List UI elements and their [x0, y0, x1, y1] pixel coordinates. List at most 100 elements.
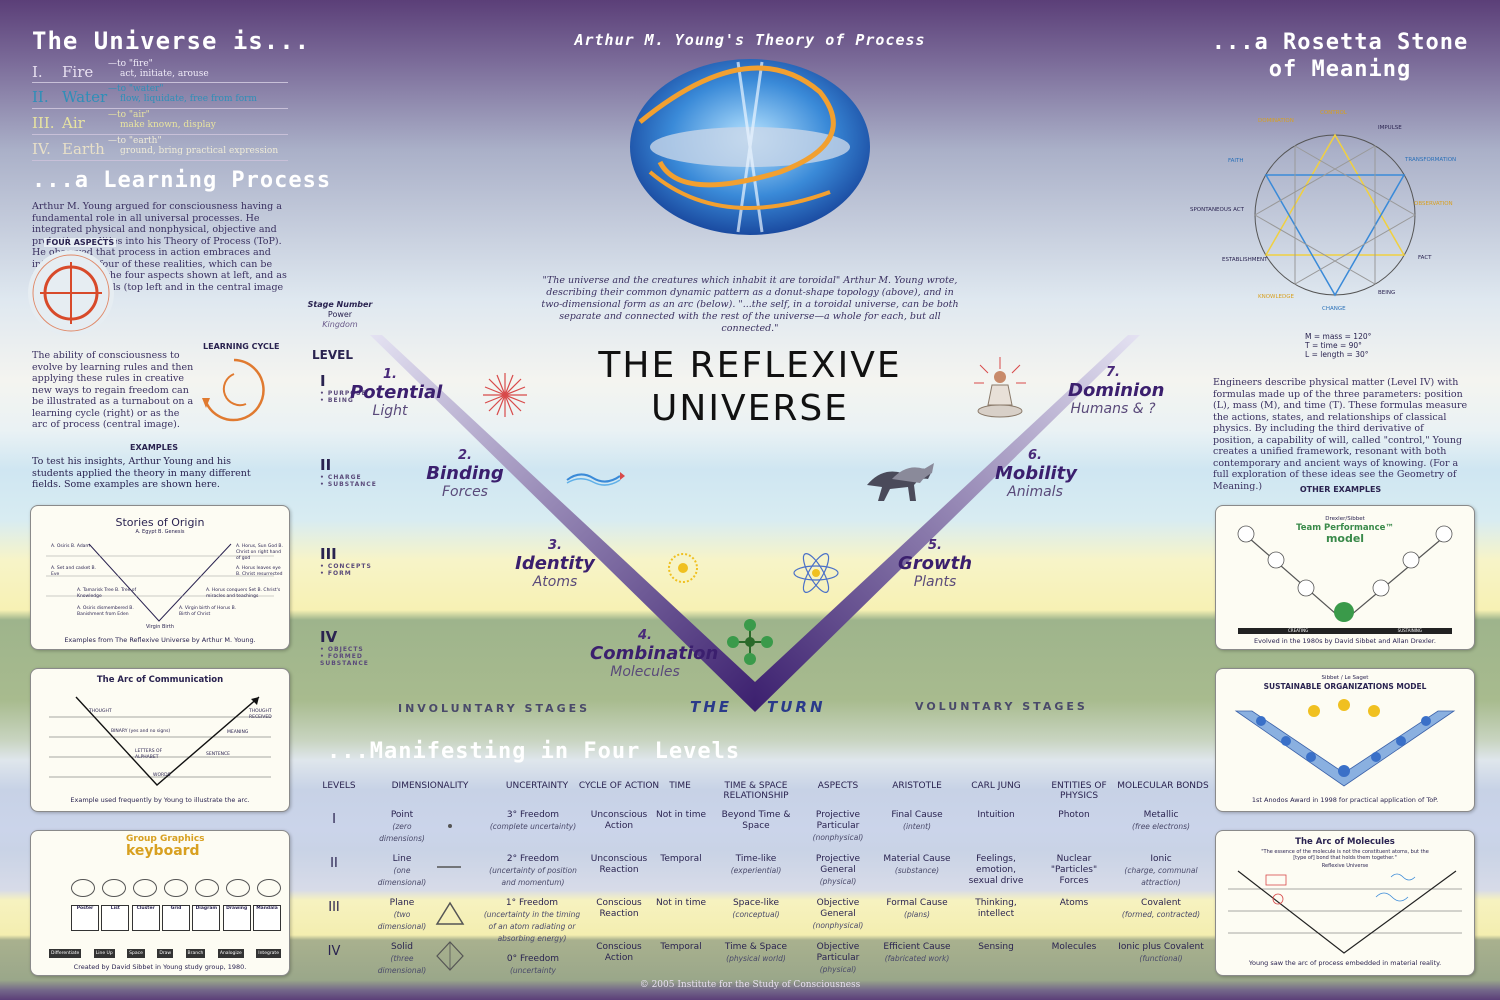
cell-level: II	[330, 856, 338, 871]
elements-list: I. Fire —to "fire" act, initiate, arouse…	[32, 58, 288, 161]
element-num: II.	[32, 88, 49, 106]
cell-dim: Line (one dimensional)	[372, 854, 432, 889]
keyboard-key: Grid	[161, 905, 190, 931]
level-num: IV	[320, 628, 338, 646]
forces-wave-icon	[566, 472, 625, 486]
stage-name: Potential	[350, 382, 443, 403]
cell-aspects: Objective General (nonphysical)	[804, 898, 872, 932]
triangle-icon	[435, 901, 465, 925]
wheel-label-6: CHANGE	[1322, 306, 1346, 312]
sustain-diagram	[1234, 699, 1456, 787]
cell-ts: Space-like(conceptual)	[720, 898, 792, 921]
involuntary-stages-label: INVOLUNTARY STAGES	[398, 702, 591, 715]
cell-jung: Sensing	[978, 942, 1014, 952]
keyboard-bottom-label: Analogize	[217, 949, 244, 958]
four-aspects-label: FOUR ASPECTS	[44, 238, 117, 247]
cell-ts-sub: (conceptual)	[732, 910, 780, 919]
arc-comm-label-6: MEANING	[227, 730, 249, 735]
stage-3: 3. Identity Atoms	[515, 538, 595, 590]
level-num: II	[320, 456, 332, 474]
level-row-2: II • CHARGE • SUBSTANCE	[320, 456, 377, 488]
cell-bond-sub: (formed, contracted)	[1121, 910, 1201, 919]
cell-dim-text: Line	[392, 854, 412, 864]
oval-icon	[133, 879, 157, 897]
level-row-3: III • CONCEPTS • FORM	[320, 545, 372, 577]
engineers-text: Engineers describe physical matter (Leve…	[1213, 377, 1468, 492]
cell-bond-text: Ionic	[1150, 854, 1172, 864]
header-aristotle: ARISTOTLE	[892, 781, 942, 791]
oval-icon	[71, 879, 95, 897]
cell-asp-sub: (nonphysical)	[812, 921, 864, 930]
element-desc2: make known, display	[120, 120, 216, 130]
cell-unc-sub: (uncertainty	[509, 966, 556, 975]
level-sub1: • PURPOSE	[320, 390, 367, 397]
molecules-title: The Arc of Molecules	[1295, 837, 1395, 847]
wheel-label-9: SPONTANEOUS ACT	[1190, 207, 1244, 213]
stage-name: Identity	[515, 553, 595, 574]
header-uncertainty: UNCERTAINTY	[505, 781, 569, 791]
stage-name: Combination	[590, 643, 719, 664]
cell-asp-text: Objective General	[816, 898, 860, 919]
cell-ari-text: Formal Cause	[886, 898, 948, 908]
arc-comm-label-1: THOUGHT	[89, 709, 112, 714]
atom-sun-icon	[668, 553, 698, 583]
wheel-label-0: CONTROL	[1320, 110, 1347, 116]
torus-spiral-lower	[648, 170, 831, 210]
cell-uncertainty: 1° Freedom(uncertainty in the timing of …	[480, 898, 584, 945]
stage-number: 5.	[928, 538, 942, 553]
element-row-water: II. Water —to "water" flow, liquidate, f…	[32, 83, 288, 109]
keyboard-panel: Group Graphics keyboard Poster List Clus…	[30, 830, 290, 976]
team-performance-panel: Drexler/Sibbet Team Performance™ model C…	[1215, 505, 1475, 650]
element-row-fire: I. Fire —to "fire" act, initiate, arouse	[32, 58, 288, 83]
story-item-5: A. Horus, Sun God B. Christ on right han…	[236, 544, 283, 561]
point-icon	[448, 824, 452, 828]
examples-label: EXAMPLES	[130, 443, 178, 452]
sustain-title: SUSTAINABLE ORGANIZATIONS MODEL	[1263, 682, 1427, 691]
cell-physics: Photon	[1058, 810, 1090, 820]
examples-text: To test his insights, Arthur Young and h…	[32, 456, 251, 490]
cell-level: I	[332, 812, 336, 827]
tetrahedron-icon	[436, 941, 464, 971]
light-starburst-icon	[483, 373, 527, 417]
cell-physics: Molecules	[1051, 942, 1097, 952]
levels-table: LEVELS DIMENSIONALITY UNCERTAINTY CYCLE …	[310, 776, 1210, 976]
cell-ts-sub: (experiential)	[730, 866, 782, 875]
cell-unc-sub: (uncertainty of position and momentum)	[489, 866, 577, 887]
keyboard-bottom-label: Differentiate	[49, 949, 82, 958]
wheel-label-5: BEING	[1378, 290, 1396, 296]
wheel-label-1: IMPULSE	[1378, 125, 1402, 131]
main-title-line2: UNIVERSE	[651, 388, 849, 429]
atom-orbit-icon	[793, 553, 839, 593]
rosetta-title-1: ...a Rosetta Stone	[1211, 30, 1469, 55]
keyboard-key-label: Mandala	[256, 906, 278, 911]
torus-image	[630, 59, 870, 235]
rosetta-title-2: of Meaning	[1268, 57, 1412, 82]
cell-dim-sub: (one dimensional)	[377, 866, 427, 887]
cell-bonds: Ionic(charge, communal attraction)	[1118, 854, 1204, 889]
arc-left-branch	[370, 335, 755, 712]
oval-icon	[102, 879, 126, 897]
stage-name: Mobility	[995, 463, 1078, 484]
stage-1: 1. Potential Light	[350, 367, 443, 419]
stage-kingdom: Atoms	[532, 574, 578, 590]
cell-level: IV	[327, 944, 341, 959]
cell-dim-sub: (three dimensional)	[377, 954, 427, 975]
learning-process-title: ...a Learning Process	[32, 168, 332, 193]
cell-aspects: Projective Particular(nonphysical)	[804, 810, 872, 844]
arc-comm-title: The Arc of Communication	[96, 675, 224, 685]
arc-comm-label-7: THOUGHT RECEIVED	[249, 709, 272, 720]
cell-aristotle: Formal Cause(plans)	[882, 898, 952, 921]
sustain-caption: 1st Anodos Award in 1998 for practical a…	[1251, 796, 1439, 804]
cell-bonds: Covalent (formed, contracted)	[1118, 898, 1204, 921]
cell-dim-text: Solid	[391, 942, 413, 952]
wheel-label-2: TRANSFORMATION	[1405, 157, 1457, 163]
learning-cycle-label: LEARNING CYCLE	[203, 342, 280, 351]
cell-bond-text: Covalent	[1141, 898, 1181, 908]
cell-bonds: Ionic plus Covalent(functional)	[1118, 942, 1204, 965]
stage-number: 1.	[383, 367, 397, 382]
stage-number: 3.	[548, 538, 562, 553]
molecules-source: Reflexive Universe	[1321, 863, 1369, 869]
cell-asp-text: Projective General	[815, 854, 861, 875]
wheel-label-8: ESTABLISHMENT	[1222, 257, 1268, 263]
stage-kingdom: Light	[372, 403, 408, 419]
